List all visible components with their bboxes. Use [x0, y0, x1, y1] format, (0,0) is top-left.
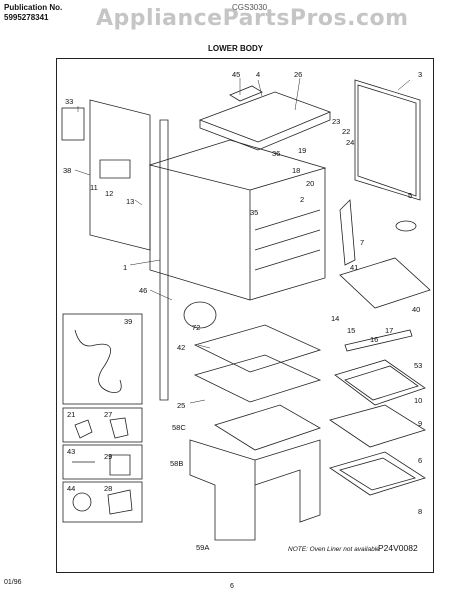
diagram-code: P24V0082	[378, 543, 418, 553]
callout-46: 46	[139, 286, 147, 295]
callout-45: 45	[232, 70, 240, 79]
callout-27: 27	[104, 410, 112, 419]
rack-8	[329, 451, 426, 496]
box-44-28	[62, 481, 143, 523]
callout-24: 24	[346, 138, 354, 147]
callout-labels: 45 4 26 3 33 23 22 24 38 36 19 18 20 11 …	[63, 70, 422, 552]
rear-bracket	[229, 85, 263, 102]
oven-liner	[189, 439, 256, 541]
callout-44: 44	[67, 484, 75, 493]
callout-9: 9	[418, 419, 422, 428]
callout-4: 4	[256, 70, 260, 79]
callout-20: 20	[306, 179, 314, 188]
burner-5	[395, 220, 417, 232]
callout-5: 5	[408, 191, 412, 200]
insulation-58C	[214, 404, 321, 451]
front-strip	[159, 119, 169, 401]
callout-25: 25	[177, 401, 185, 410]
rack-6	[329, 404, 426, 448]
publication-number: 5995278341	[4, 13, 49, 22]
callout-1: 1	[123, 263, 127, 272]
callout-58B: 58B	[170, 459, 183, 468]
rack-10	[334, 359, 426, 406]
box-39	[62, 313, 143, 405]
wire-harness	[74, 329, 122, 393]
shelf-25	[193, 354, 322, 403]
burner-tube-7	[339, 199, 356, 266]
callout-40: 40	[412, 305, 420, 314]
control-box-33	[61, 107, 85, 141]
callout-3: 3	[418, 70, 422, 79]
callout-17: 17	[385, 326, 393, 335]
publication-label: Publication No.	[4, 3, 63, 12]
box-43-29	[62, 444, 143, 480]
section-title: LOWER BODY	[208, 44, 264, 53]
shelf-42	[193, 324, 322, 373]
callout-28: 28	[104, 484, 112, 493]
bracket-53	[344, 329, 413, 352]
callout-23: 23	[332, 117, 340, 126]
callout-18: 18	[292, 166, 300, 175]
box-21-27	[62, 407, 143, 443]
callout-8: 8	[418, 507, 422, 516]
callout-2: 2	[300, 195, 304, 204]
callout-36: 36	[272, 149, 280, 158]
callout-29: 29	[104, 452, 112, 461]
callout-10: 10	[414, 396, 422, 405]
callout-58C: 58C	[172, 423, 186, 432]
callout-39: 39	[124, 317, 132, 326]
callout-41: 41	[350, 263, 358, 272]
callout-19: 19	[298, 146, 306, 155]
part-29	[109, 454, 131, 476]
callout-42: 42	[177, 343, 185, 352]
watermark: AppliancePartsPros.com	[96, 6, 409, 31]
callout-7: 7	[360, 238, 364, 247]
callout-26: 26	[294, 70, 302, 79]
callout-33: 33	[65, 97, 73, 106]
broiler-tray	[339, 257, 431, 309]
insulation-72	[183, 301, 217, 329]
callout-13: 13	[126, 197, 134, 206]
model-number: CGS3030	[232, 3, 268, 12]
callout-15: 15	[347, 326, 355, 335]
callout-6: 6	[418, 456, 422, 465]
callout-38: 38	[63, 166, 71, 175]
footer-page: 6	[230, 583, 234, 590]
callout-11: 11	[90, 183, 98, 192]
callout-59A: 59A	[196, 543, 209, 552]
back-panel	[354, 79, 421, 201]
callout-53: 53	[414, 361, 422, 370]
callout-22: 22	[342, 127, 350, 136]
side-panel	[89, 99, 151, 251]
part-28	[107, 489, 133, 515]
callout-12: 12	[105, 189, 113, 198]
oven-liner-note: NOTE: Oven Liner not available	[288, 546, 380, 553]
cooktop-panel	[198, 91, 332, 143]
callout-43: 43	[67, 447, 75, 456]
callout-16: 16	[370, 335, 378, 344]
callout-35: 35	[250, 208, 258, 217]
diagram-frame	[56, 58, 434, 573]
callout-72: 72	[192, 323, 200, 332]
callout-21: 21	[67, 410, 75, 419]
footer-date: 01/96	[4, 579, 22, 586]
part-44	[72, 492, 92, 512]
part-21	[74, 419, 93, 439]
callout-14: 14	[331, 314, 339, 323]
part-27	[109, 417, 129, 439]
